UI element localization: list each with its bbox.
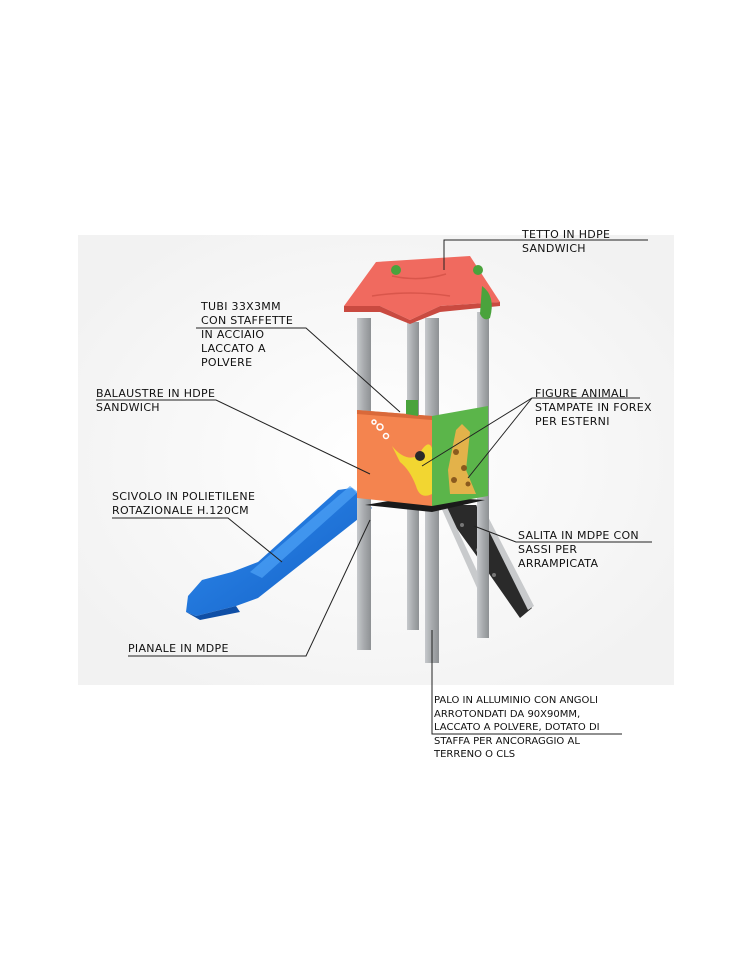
label-tubes-line-5: POLVERE: [201, 356, 253, 369]
animal-figure-frog: [371, 419, 432, 496]
label-climb: SALITA IN MDPE CON SASSI PER ARRAMPICATA: [518, 529, 639, 571]
label-tubes-line-1: TUBI 33X3MM: [201, 300, 281, 313]
label-platform: PIANALE IN MDPE: [128, 642, 229, 656]
label-pole-line-5: TERRENO O CLS: [434, 749, 516, 760]
label-slide-line-1: SCIVOLO IN POLIETILENE: [112, 490, 256, 503]
label-pole-line-4: STAFFA PER ANCORAGGIO AL: [434, 735, 580, 747]
label-animal-figures-line-2: STAMPATE IN FOREX: [535, 401, 652, 414]
label-tubes: TUBI 33X3MM CON STAFFETTE IN ACCIAIO LAC…: [201, 300, 293, 370]
label-climb-line-3: ARRAMPICATA: [518, 557, 599, 570]
label-animal-figures: FIGURE ANIMALI STAMPATE IN FOREX PER EST…: [535, 387, 652, 429]
slide: [186, 486, 372, 620]
label-tubes-line-2: CON STAFFETTE: [201, 314, 294, 327]
label-pole-line-3: LACCATO A POLVERE, DOTATO DI: [434, 722, 600, 733]
label-pole-line-2: ARROTONDATI DA 90X90MM,: [434, 708, 581, 720]
label-roof-line-1: TETTO IN HDPE: [522, 228, 611, 241]
label-balustrades-line-2: SANDWICH: [96, 401, 160, 414]
label-tubes-line-3: IN ACCIAIO: [201, 328, 265, 341]
label-climb-line-2: SASSI PER: [518, 543, 578, 556]
label-balustrades-line-1: BALAUSTRE IN HDPE: [96, 387, 216, 400]
leader-lines: [96, 239, 652, 735]
label-pole: PALO IN ALLUMINIO CON ANGOLI ARROTONDATI…: [434, 694, 600, 762]
label-platform-line-1: PIANALE IN MDPE: [128, 642, 229, 655]
label-balustrades: BALAUSTRE IN HDPE SANDWICH: [96, 387, 215, 415]
label-animal-figures-line-3: PER ESTERNI: [535, 415, 610, 428]
label-climb-line-1: SALITA IN MDPE CON: [518, 529, 639, 542]
label-slide-line-2: ROTAZIONALE H.120CM: [112, 504, 249, 517]
roof: [344, 256, 500, 324]
label-pole-line-1: PALO IN ALLUMINIO CON ANGOLI: [434, 695, 598, 706]
animal-figure-giraffe: [448, 424, 476, 494]
label-roof: TETTO IN HDPE SANDWICH: [522, 228, 610, 256]
label-slide: SCIVOLO IN POLIETILENE ROTAZIONALE H.120…: [112, 490, 255, 518]
label-tubes-line-4: LACCATO A: [201, 342, 266, 355]
label-roof-line-2: SANDWICH: [522, 242, 586, 255]
label-animal-figures-line-1: FIGURE ANIMALI: [535, 387, 629, 400]
